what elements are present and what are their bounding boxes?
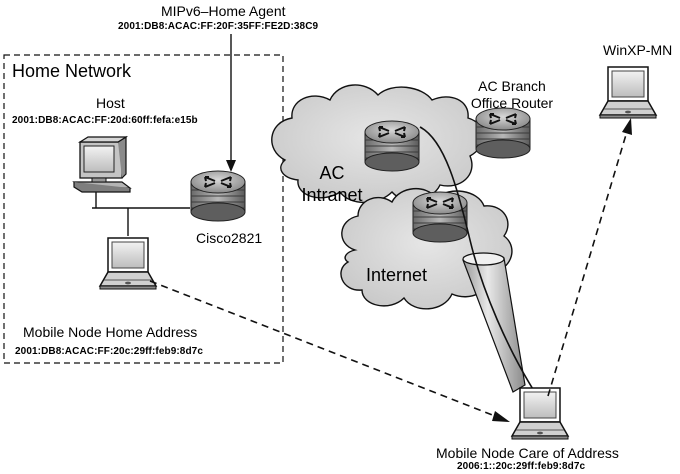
intranet-cloud-label-line1: AC [319,163,345,183]
mobile-node-care-address: 2006:1::20c:29ff:feb9:8d7c [457,461,586,472]
home-agent-router-label: Cisco2821 [196,230,263,246]
mobile-node-care-label: Mobile Node Care of Address [436,445,619,461]
internet-cloud-label: Internet [366,265,428,285]
winxp-mn-label: WinXP-MN [603,42,673,58]
route-optimization-dashed-arrow [547,118,632,397]
mobile-node-home-laptop-icon [99,237,157,290]
home-agent-address: 2001:DB8:ACAC:FF:20F:35FF:FE2D:38C9 [118,21,319,32]
home-network-title: Home Network [12,61,132,81]
internet-cloud [340,188,513,310]
branch-router-label-line1: AC Branch [478,78,546,94]
home-lan-bus [92,191,190,236]
host-label: Host [96,95,125,111]
movement-dashed-arrow [149,280,510,422]
branch-router-label-line2: Office Router [470,95,554,111]
mobile-node-home-address: 2001:DB8:ACAC:FF:20c:29ff:feb9:8d7c [15,346,203,357]
host-address: 2001:DB8:ACAC:FF:20d:60ff:fefa:e15b [12,115,198,126]
host-computer-icon [72,135,132,193]
tunnel-path-line [419,126,537,395]
mobile-node-home-label: Mobile Node Home Address [23,324,198,340]
intranet-router-icon [364,120,420,172]
tunnel-tube [462,252,526,393]
winxp-mn-laptop-icon [599,66,657,119]
home-agent-title: MIPv6–Home Agent [161,3,286,19]
mobile-node-care-laptop-icon [511,387,569,440]
intranet-cloud-label-line2: Intranet [301,185,363,205]
home-network-boundary [3,54,284,364]
branch-router-icon [475,107,531,159]
home-agent-pointer-arrow [226,34,236,172]
home-agent-router-icon [190,170,246,222]
